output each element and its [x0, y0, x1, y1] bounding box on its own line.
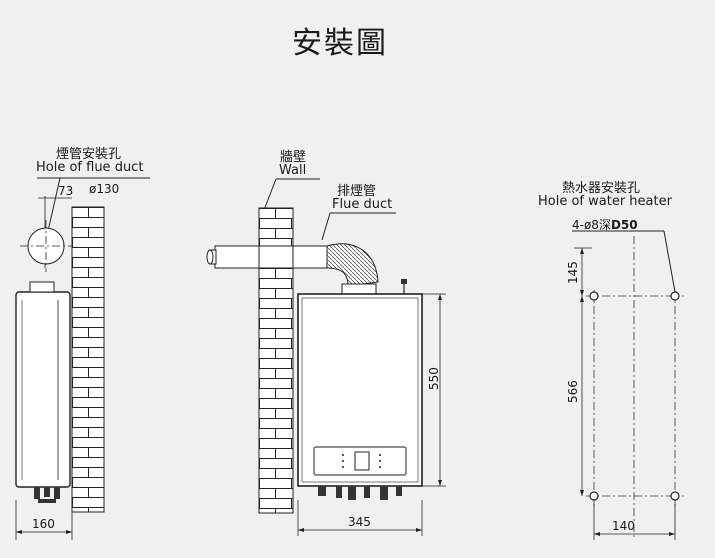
brick-wall-side — [71, 206, 105, 513]
mounting-holes-view — [572, 230, 684, 540]
mounting-hole — [589, 491, 599, 501]
side-view — [15, 177, 150, 540]
diagram-title: 安裝圖 — [292, 26, 388, 61]
width-dimension: 345 — [348, 515, 371, 529]
hole-spec-depth: D50 — [610, 218, 638, 232]
flue-hole-label-en: Hole of flue duct — [36, 160, 144, 175]
flue-duct-label-zh: 排煙管 — [337, 184, 377, 199]
heater-hole-label-en: Hole of water heater — [538, 194, 672, 209]
mounting-hole — [589, 291, 599, 301]
heater-side-profile — [15, 291, 71, 488]
flue-offset-dimension: 73 — [58, 184, 74, 198]
wall-label-zh: 牆壁 — [280, 150, 307, 165]
hole-spec-prefix: 4-ø8深 — [572, 218, 611, 232]
flue-diameter-dimension: ø130 — [89, 182, 120, 196]
flue-elbow — [326, 243, 379, 287]
mounting-hole — [670, 291, 680, 301]
depth-dimension: 160 — [32, 517, 55, 531]
wall-label-en: Wall — [279, 163, 307, 178]
front-view — [206, 178, 446, 536]
horizontal-spacing-dimension: 140 — [612, 519, 635, 533]
heater-hole-label-zh: 熱水器安裝孔 — [562, 181, 641, 196]
flue-duct-label-en: Flue duct — [332, 197, 393, 212]
flue-hole-label-zh: 煙管安裝孔 — [56, 147, 122, 162]
hole-spec: 4-ø8深D50 — [572, 216, 638, 233]
mounting-hole — [670, 491, 680, 501]
display-screen — [354, 451, 370, 471]
